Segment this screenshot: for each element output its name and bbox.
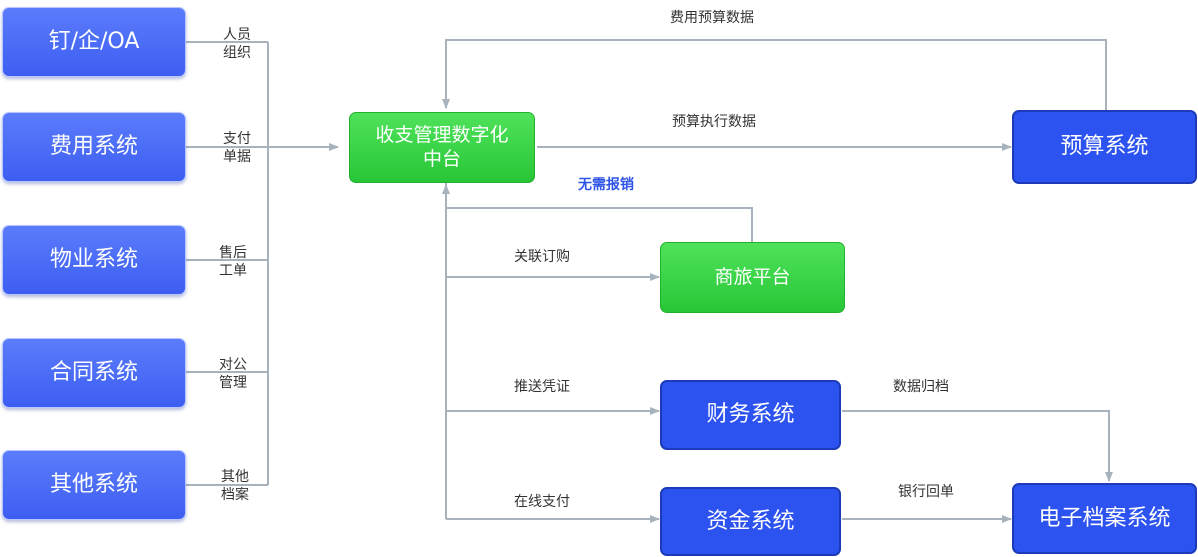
node-finance-system: 财务系统 — [660, 380, 841, 450]
label-property-flow: 售后 工单 — [219, 245, 247, 279]
label-linked-purchase: 关联订购 — [514, 249, 570, 265]
label-push-voucher: 推送凭证 — [514, 379, 570, 395]
label-contract-flow: 对公 管理 — [219, 357, 247, 391]
node-center-platform: 收支管理数字化 中台 — [349, 112, 535, 183]
arrow-finance-archive — [842, 410, 1113, 482]
node-oa: 钉/企/OA — [2, 7, 186, 77]
arrow-budget-feedback — [442, 39, 1107, 110]
node-budget-system: 预算系统 — [1012, 110, 1197, 184]
label-oa-flow: 人员 组织 — [223, 27, 251, 61]
node-expense-system: 费用系统 — [2, 112, 186, 182]
label-online-pay: 在线支付 — [514, 494, 570, 510]
label-bank-receipt: 银行回单 — [898, 484, 954, 500]
label-no-reimburse: 无需报销 — [578, 177, 634, 193]
node-funds-system: 资金系统 — [660, 487, 841, 556]
label-other-flow: 其他 档案 — [221, 469, 249, 503]
node-property-system: 物业系统 — [2, 225, 186, 295]
label-data-archive: 数据归档 — [893, 379, 949, 395]
label-budget-exec: 预算执行数据 — [672, 114, 756, 130]
node-contract-system: 合同系统 — [2, 338, 186, 408]
node-archive-system: 电子档案系统 — [1012, 483, 1197, 554]
node-travel-platform: 商旅平台 — [660, 242, 845, 313]
label-expense-flow: 支付 单据 — [223, 131, 251, 165]
node-other-system: 其他系统 — [2, 450, 186, 520]
label-budget-data: 费用预算数据 — [670, 10, 754, 26]
